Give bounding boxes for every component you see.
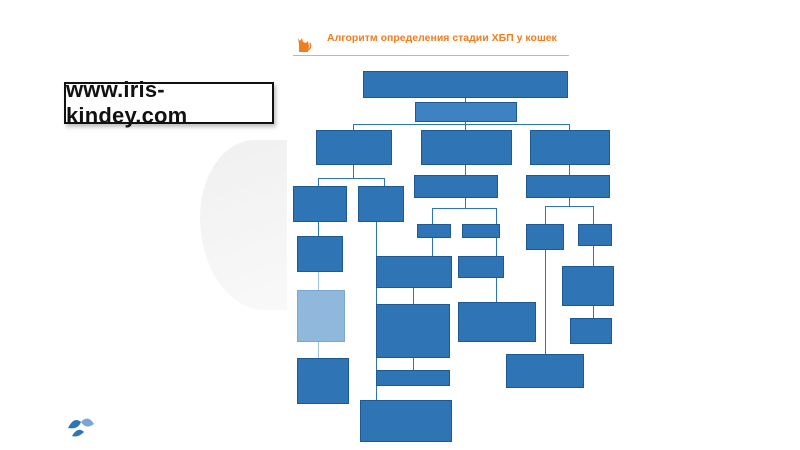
flow-node-creatinine-check (415, 102, 517, 122)
flow-node-followup (360, 400, 452, 442)
connector (569, 163, 570, 175)
flow-node-imaging-center (376, 256, 452, 288)
connector (353, 124, 569, 125)
cat-icon (298, 38, 312, 52)
flow-node-imaging-left (297, 290, 345, 342)
title-divider (293, 55, 569, 56)
connector (432, 208, 433, 224)
connector (496, 276, 497, 302)
flow-node-treatment-stage1 (297, 358, 349, 404)
connector (432, 236, 433, 256)
hospital-logo-icon (68, 418, 94, 437)
connector (569, 196, 570, 206)
connector (432, 208, 496, 209)
flow-node-urine-density-mid (414, 175, 498, 198)
connector (413, 356, 414, 370)
flow-node-urine-density-high (526, 175, 610, 198)
flow-node-main-symptoms (506, 354, 584, 388)
website-label: www.iris-kindey.com (66, 77, 188, 128)
website-label-box[interactable]: www.iris-kindey.com (64, 77, 274, 128)
flow-node-creatinine-high (530, 130, 610, 165)
connector (465, 120, 466, 130)
connector (353, 124, 354, 130)
connector (496, 208, 497, 224)
connector (384, 178, 385, 186)
flow-node-clinic-treatment (376, 370, 450, 386)
connector (465, 163, 466, 175)
flow-node-creatinine-low (316, 130, 392, 165)
connector (318, 220, 319, 236)
flow-node-clinical-assessment (458, 256, 504, 278)
connector (593, 206, 594, 224)
connector (318, 340, 319, 358)
flow-node-no-symptoms (526, 224, 564, 250)
flow-node-stage-3-4 (562, 266, 614, 306)
connector (593, 244, 594, 266)
flow-node-intro (363, 71, 568, 98)
flow-node-symptoms (578, 224, 612, 246)
connector (318, 178, 319, 186)
flow-node-evidence-present (293, 186, 347, 222)
connector (593, 304, 594, 318)
flow-node-stage-1 (297, 236, 343, 272)
connector (318, 270, 319, 290)
connector (545, 206, 546, 224)
flow-node-hospital-treatment (570, 318, 612, 344)
flow-node-evidence-absent (358, 186, 404, 222)
connector (353, 163, 354, 179)
connector (413, 286, 414, 304)
flow-node-density-high (462, 224, 500, 238)
flow-node-creatinine-mid (421, 130, 512, 165)
connector (545, 206, 593, 207)
flow-node-repeat-assessment (458, 302, 536, 342)
flow-node-norm-stage2 (376, 304, 450, 358)
connector (569, 124, 570, 130)
connector (465, 196, 466, 208)
connector (318, 178, 384, 179)
connector (545, 248, 546, 354)
connector (496, 236, 497, 256)
flow-node-density-low (417, 224, 451, 238)
slide-title: Алгоритм определения стадии ХБП у кошек (327, 32, 557, 44)
